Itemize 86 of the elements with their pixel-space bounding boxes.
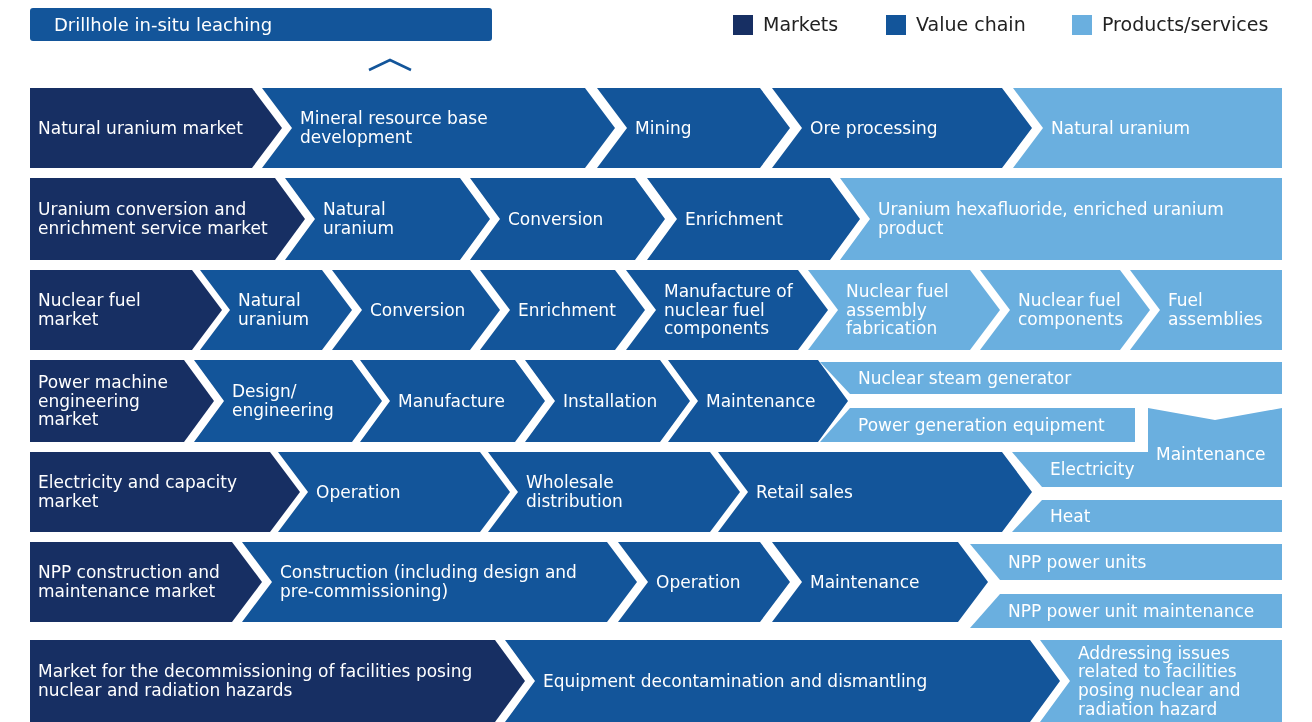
panel-label: Maintenance xyxy=(706,391,816,411)
product-panel xyxy=(820,408,1135,442)
panel-label: Enrichment xyxy=(685,209,783,229)
value-chain-panel xyxy=(200,270,352,350)
value-chain-panel xyxy=(525,360,690,442)
panel-label: Manufacture of nuclear fuel components xyxy=(664,281,794,339)
product-panel xyxy=(1130,270,1282,350)
panel-label: Addressing issues related to facilities posing nuclear and radiation hazard xyxy=(1078,643,1242,719)
value-chain-panel xyxy=(618,542,790,622)
panel-label: Power generation equipment xyxy=(858,415,1105,435)
product-panel xyxy=(808,270,1000,350)
panel-label: Mining xyxy=(635,118,692,138)
panel-label: Heat xyxy=(1050,506,1091,526)
panel-label: Natural uranium xyxy=(1051,118,1191,138)
panel-label: Conversion xyxy=(508,209,604,229)
value-chain-panel xyxy=(626,270,828,350)
value-chain-panel xyxy=(668,360,848,442)
panel-label: Uranium hexafluoride, enriched uranium product xyxy=(878,200,1225,238)
panel-label: Enrichment xyxy=(518,300,616,320)
market-panel xyxy=(30,88,282,168)
product-panel xyxy=(1013,88,1282,168)
panel-label: Drillhole in-situ leaching xyxy=(54,14,273,35)
value-chain-panel xyxy=(505,640,1060,722)
legend-label: Products/services xyxy=(1102,13,1269,35)
panel-label: Fuel assemblies xyxy=(1168,291,1264,329)
market-panel xyxy=(30,640,525,722)
value-chain-panel xyxy=(488,452,740,532)
panel-label: Mineral resource base development xyxy=(300,109,489,147)
market-panel xyxy=(30,270,222,350)
panel-label: Natural uranium xyxy=(323,200,395,238)
method-banner xyxy=(30,8,492,41)
panel-label: Uranium conversion and enrichment service market xyxy=(38,200,269,238)
panel-label: Wholesale distribution xyxy=(526,473,624,511)
panel-label: Maintenance xyxy=(810,572,920,592)
product-panel xyxy=(820,362,1282,394)
panel-label: Market for the decommissioning of facilities posing nuclear and radiation hazards xyxy=(38,662,474,700)
panel-label: Operation xyxy=(316,482,401,502)
market-panel xyxy=(30,452,300,532)
panel-label: Equipment decontamination and dismantling xyxy=(543,671,928,691)
market-panel xyxy=(30,360,214,442)
value-chain-panel xyxy=(262,88,615,168)
value-chain-panel xyxy=(718,452,1032,532)
panel-label: Construction (including design and pre-commissioning) xyxy=(280,563,578,601)
product-panel xyxy=(970,544,1282,580)
panel-label: Maintenance xyxy=(1156,445,1266,464)
value-chain-panel xyxy=(597,88,790,168)
value-chain-panel xyxy=(772,88,1032,168)
product-panel xyxy=(1012,452,1148,487)
panel-label: NPP construction and maintenance market xyxy=(38,563,221,601)
panel-label: Conversion xyxy=(370,300,466,320)
panel-label: NPP power units xyxy=(1008,552,1147,572)
panel-label: Power machine engineering market xyxy=(38,372,169,430)
product-panel xyxy=(1012,500,1282,532)
value-chain-panel xyxy=(332,270,500,350)
panel-label: Installation xyxy=(563,391,658,411)
panel-label: Nuclear fuel components xyxy=(1018,291,1124,329)
panel-label: Nuclear steam generator xyxy=(858,368,1072,388)
panel-label: Electricity and capacity market xyxy=(38,473,238,511)
market-panel xyxy=(30,542,262,622)
value-chain-panel xyxy=(278,452,510,532)
product-panel xyxy=(1040,640,1282,722)
panel-label: Manufacture xyxy=(398,391,505,411)
product-panel xyxy=(1148,408,1282,487)
panel-label: Natural uranium xyxy=(238,291,310,329)
panel-label: NPP power unit maintenance xyxy=(1008,601,1255,621)
market-panel xyxy=(30,178,305,260)
value-chain-panel xyxy=(470,178,665,260)
product-panel xyxy=(970,594,1282,628)
value-chain-panel xyxy=(194,360,382,442)
panel-label: Electricity xyxy=(1050,460,1135,479)
product-panel xyxy=(840,178,1282,260)
value-chain-panel xyxy=(285,178,490,260)
panel-label: Ore processing xyxy=(810,118,938,138)
product-panel xyxy=(980,270,1150,350)
value-chain-panel xyxy=(647,178,860,260)
panel-label: Natural uranium market xyxy=(38,118,243,138)
panel-label: Retail sales xyxy=(756,482,853,502)
panel-label: Nuclear fuel assembly fabrication xyxy=(846,281,950,339)
legend-label: Markets xyxy=(763,13,839,35)
panel-label: Design/ engineering xyxy=(232,382,335,420)
panel-label: Nuclear fuel market xyxy=(38,291,142,329)
legend-label: Value chain xyxy=(916,13,1026,35)
panel-label: Operation xyxy=(656,572,741,592)
value-chain-panel xyxy=(480,270,645,350)
value-chain-panel xyxy=(360,360,545,442)
value-chain-panel xyxy=(772,542,988,622)
